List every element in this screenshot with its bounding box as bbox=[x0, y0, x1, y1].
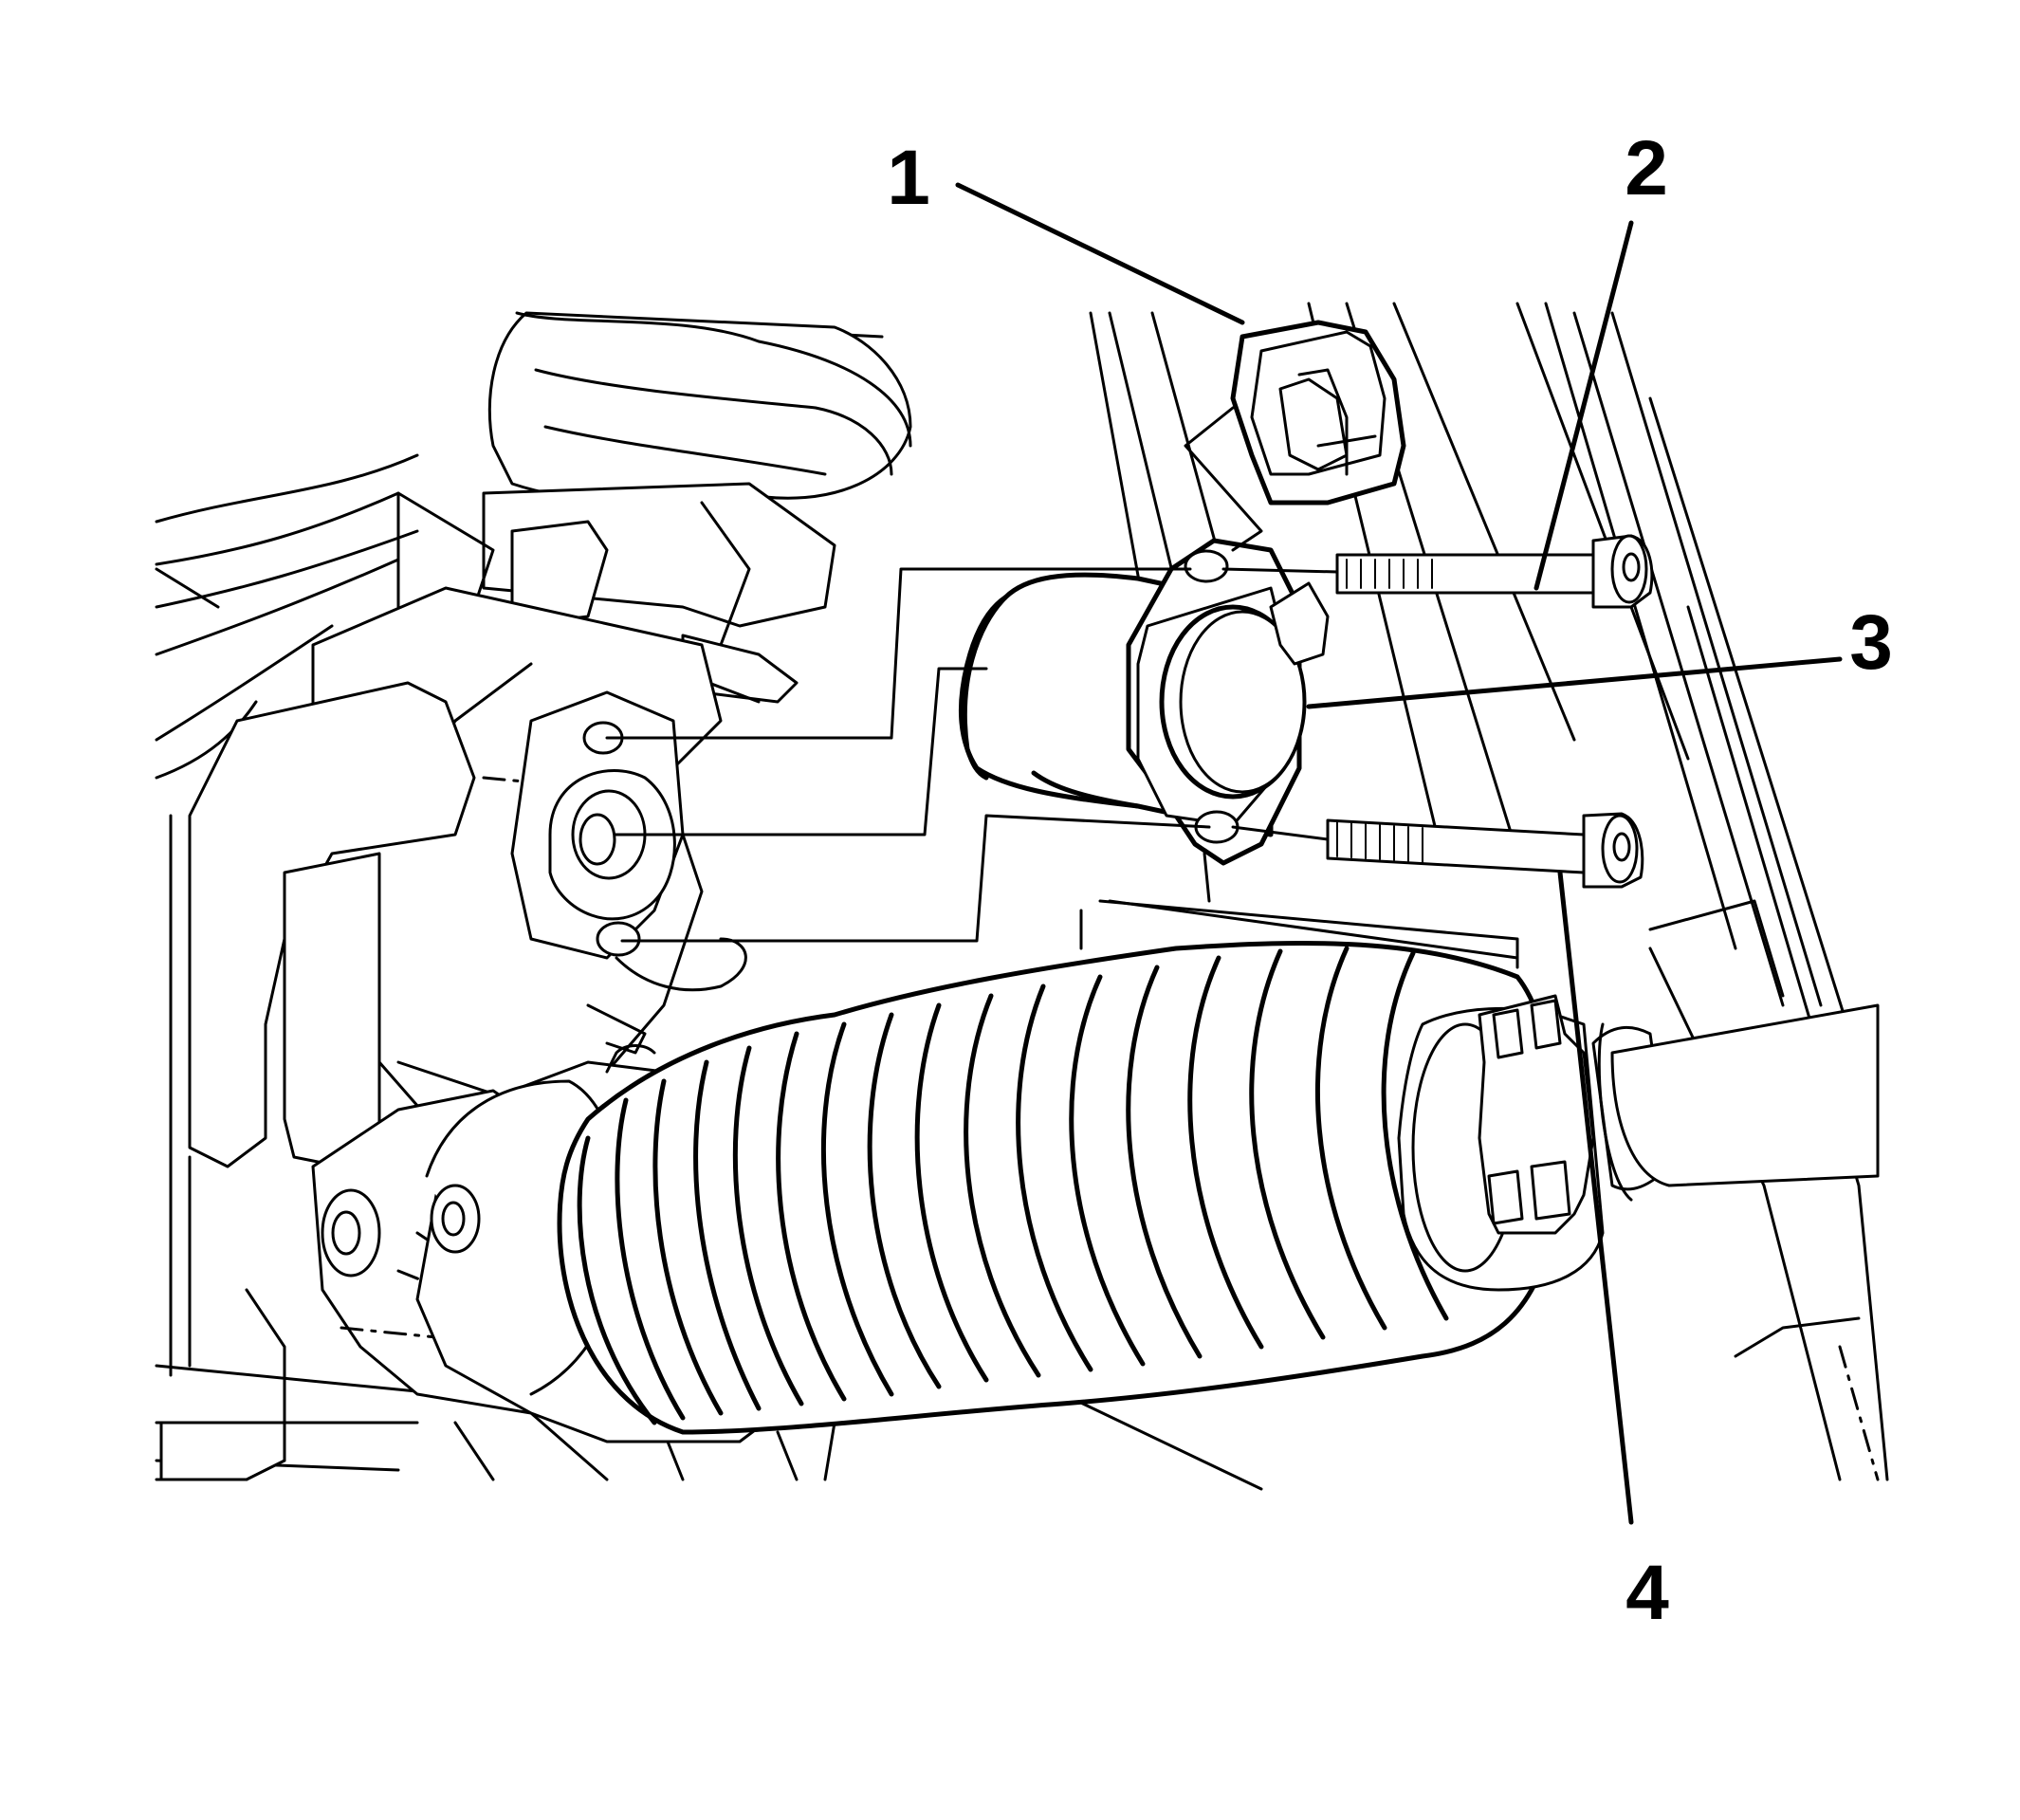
callout-leaders bbox=[955, 182, 1843, 1525]
motor-mounting-face bbox=[510, 690, 747, 1055]
callout-labels: 1 2 3 4 bbox=[887, 125, 1893, 1636]
alignment-lines bbox=[605, 567, 1339, 943]
callout-2-label: 2 bbox=[1625, 125, 1668, 211]
steering-rack-boot bbox=[415, 899, 1880, 1443]
callout-4-label: 4 bbox=[1625, 1550, 1669, 1636]
motor-bolt-upper bbox=[1335, 534, 1654, 609]
motor-bolt-lower bbox=[1326, 812, 1644, 889]
callout-1-label: 1 bbox=[887, 135, 930, 221]
callout-3-label: 3 bbox=[1849, 599, 1893, 686]
electrical-connector bbox=[1184, 320, 1406, 552]
power-steering-motor bbox=[959, 538, 1330, 903]
